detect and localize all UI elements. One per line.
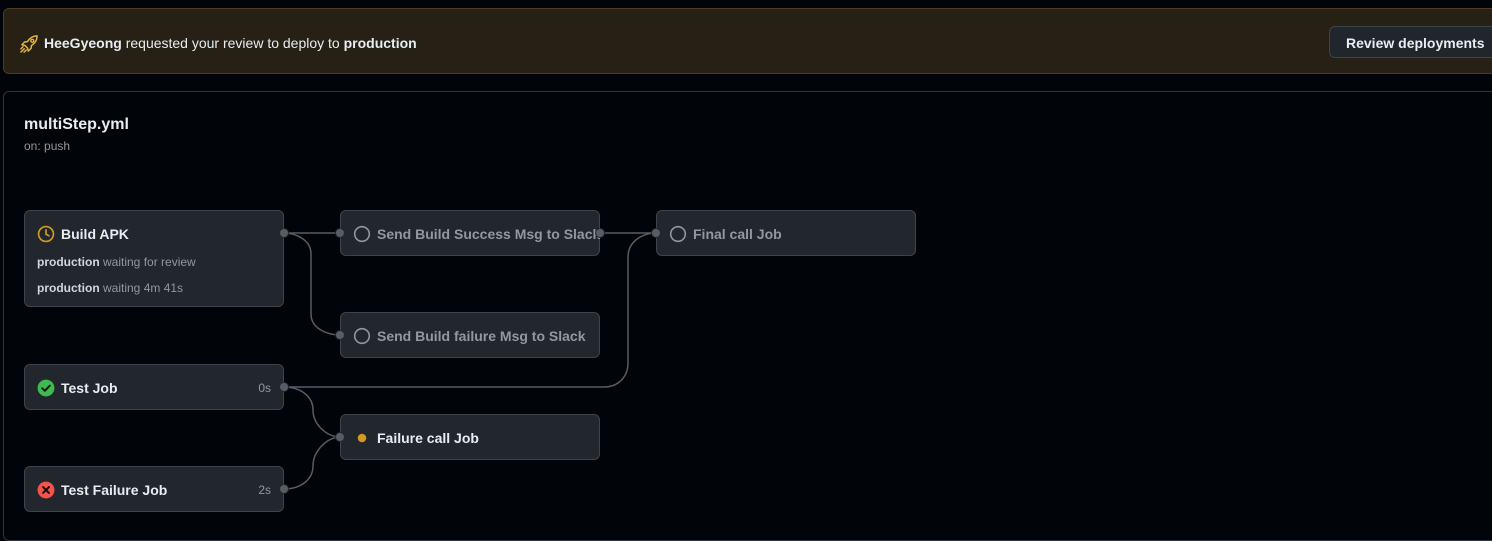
workflow-trigger: on: push <box>24 139 71 153</box>
port-failure-call-in <box>335 432 345 442</box>
port-success-out <box>595 228 605 238</box>
check-circle-icon <box>37 379 55 397</box>
environment-name: production <box>37 281 100 295</box>
review-request-message: HeeGyeong requested your review to deplo… <box>44 35 417 51</box>
circle-outline-icon <box>353 327 371 345</box>
job-name: Test Job <box>61 380 118 396</box>
environment-name: production <box>343 35 417 51</box>
job-test-failure[interactable]: Test Failure Job 2s <box>24 466 284 512</box>
job-name: Test Failure Job <box>61 482 168 498</box>
port-build-out <box>279 228 289 238</box>
request-text: requested your review to deploy to <box>125 35 340 51</box>
status-text: waiting for review <box>103 255 196 269</box>
job-duration: 0s <box>258 381 271 395</box>
job-duration: 2s <box>258 483 271 497</box>
port-success-in <box>335 228 345 238</box>
job-send-build-failure[interactable]: Send Build failure Msg to Slack <box>340 312 600 358</box>
port-failure-msg-in <box>335 330 345 340</box>
job-status-line: production waiting 4m 41s <box>37 281 183 295</box>
review-request-banner: HeeGyeong requested your review to deplo… <box>3 8 1492 74</box>
environment-name: production <box>37 255 100 269</box>
job-build-apk[interactable]: Build APK production waiting for review … <box>24 210 284 307</box>
status-text: waiting 4m 41s <box>103 281 184 295</box>
port-test-out <box>279 382 289 392</box>
rocket-icon <box>20 35 38 53</box>
job-status-line: production waiting for review <box>37 255 196 269</box>
circle-outline-icon <box>669 225 687 243</box>
review-deployments-button[interactable]: Review deployments <box>1329 26 1492 58</box>
job-name: Final call Job <box>693 226 782 242</box>
circle-outline-icon <box>353 225 371 243</box>
x-circle-icon <box>37 481 55 499</box>
job-failure-call[interactable]: Failure call Job <box>340 414 600 460</box>
workflow-file-name: multiStep.yml <box>24 116 129 133</box>
port-test-failure-out <box>279 484 289 494</box>
requesting-user[interactable]: HeeGyeong <box>44 35 122 51</box>
job-send-build-success[interactable]: Send Build Success Msg to Slack <box>340 210 600 256</box>
job-final-call[interactable]: Final call Job <box>656 210 916 256</box>
dot-icon <box>357 433 367 443</box>
job-test[interactable]: Test Job 0s <box>24 364 284 410</box>
job-name: Build APK <box>61 226 129 242</box>
job-name: Failure call Job <box>377 430 479 446</box>
clock-icon <box>37 225 55 243</box>
job-name: Send Build failure Msg to Slack <box>377 328 586 344</box>
job-name: Send Build Success Msg to Slack <box>377 226 601 242</box>
port-final-in <box>651 228 661 238</box>
